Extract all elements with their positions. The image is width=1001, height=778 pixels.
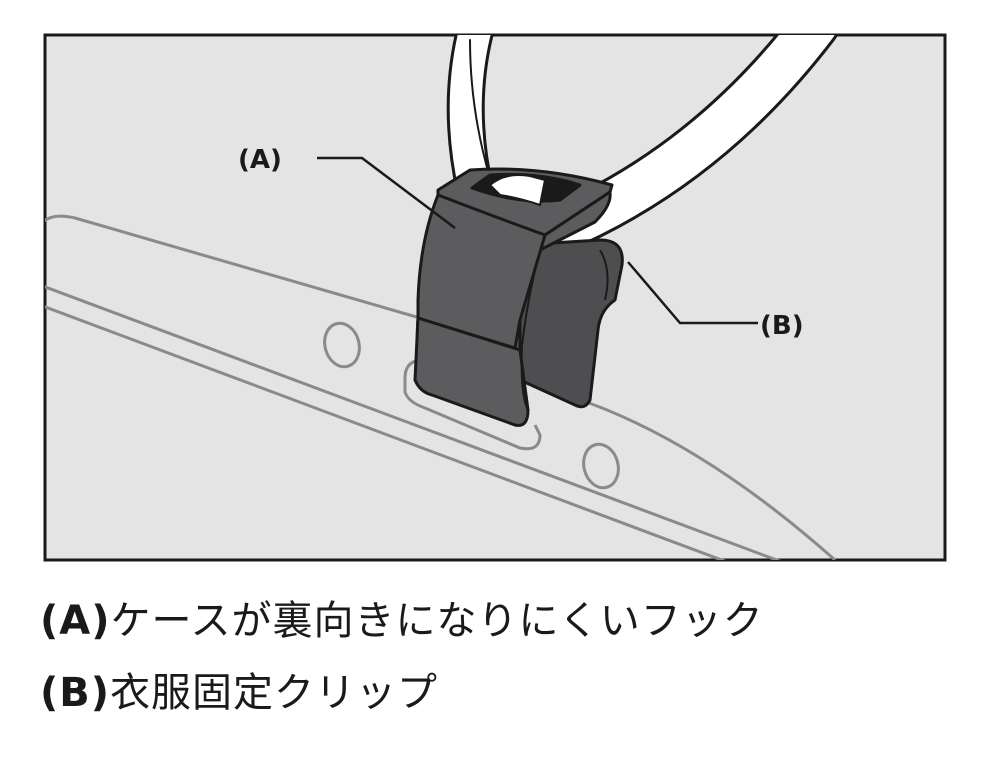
id-card <box>45 214 836 560</box>
product-illustration: (A) (B) <box>43 33 947 562</box>
caption-a-tag: (A) <box>40 598 111 644</box>
caption-a: (A)ケースが裏向きになりにくいフック <box>40 588 764 646</box>
card-hole-left <box>323 321 361 369</box>
callout-label-b: (B) <box>760 311 804 341</box>
garment-clip <box>518 238 624 409</box>
caption-b-text: 衣服固定クリップ <box>110 670 439 716</box>
callout-line-a <box>317 156 456 229</box>
card-slot <box>403 358 542 451</box>
caption-a-text: ケースが裏向きになりにくいフック <box>110 598 764 644</box>
hook-clip <box>413 167 624 427</box>
caption-b-tag: (B) <box>40 670 111 716</box>
caption-b: (B)衣服固定クリップ <box>40 660 438 718</box>
card-hole-right <box>582 442 620 490</box>
callout-line-b <box>627 261 758 325</box>
callout-label-a: (A) <box>238 145 282 175</box>
